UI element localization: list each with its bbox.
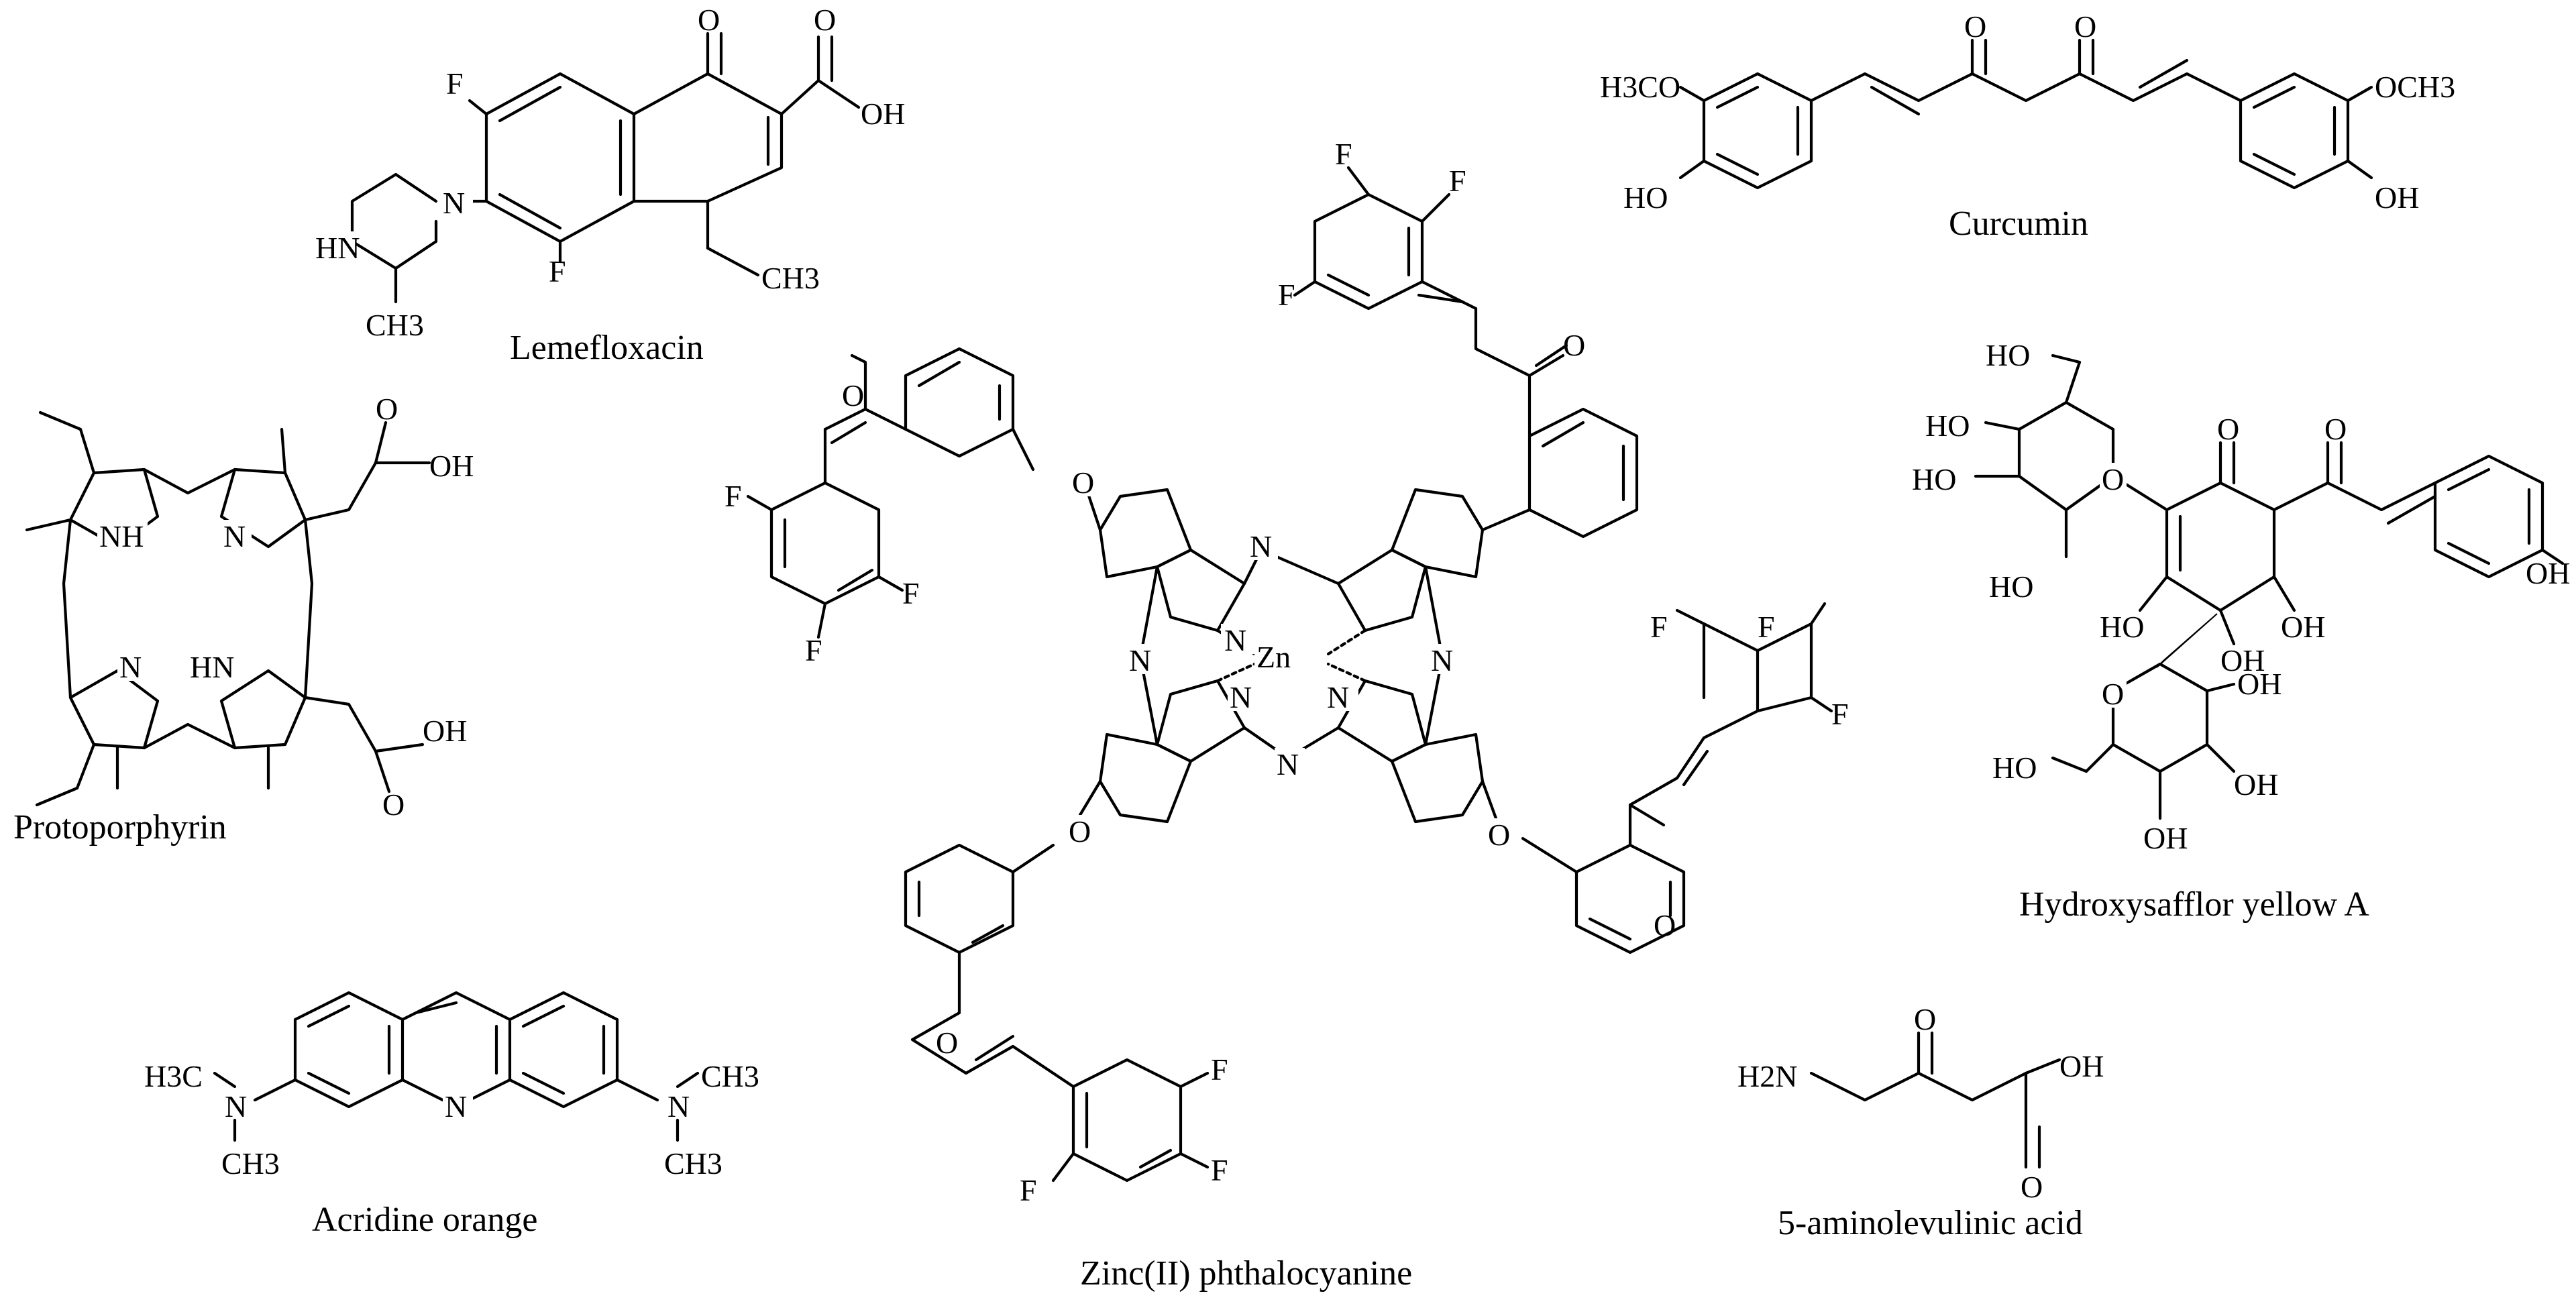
protoporphyrin-structure: NH N N HN O OH OH O Protoporphyrin <box>13 392 474 846</box>
atom-label: F <box>1335 137 1352 171</box>
caption-hsya: Hydroxysafflor yellow A <box>2019 885 2369 924</box>
atom-label: F <box>446 66 464 101</box>
atom-label: HN <box>190 650 234 684</box>
atom-label: O <box>2074 9 2096 44</box>
atom-label: N <box>1224 623 1246 657</box>
atom-label: O <box>2217 412 2239 446</box>
atom-label: O <box>1563 328 1585 362</box>
atom-label: N <box>225 1089 247 1123</box>
atom-label: O <box>814 3 836 37</box>
atom-label: N <box>1230 680 1252 714</box>
atom-label: O <box>1488 818 1510 852</box>
atom-label: O <box>1072 465 1094 500</box>
atom-label: F <box>549 254 566 288</box>
atom-label: Zn <box>1256 640 1291 674</box>
atom-label: F <box>724 479 742 513</box>
atom-label: CH3 <box>366 308 424 342</box>
atom-label: OH <box>2375 180 2419 215</box>
atom-label: O <box>936 1026 958 1060</box>
atom-label: HN <box>315 231 360 265</box>
atom-label: HO <box>1925 408 1970 443</box>
atom-label: N <box>1431 643 1453 677</box>
atom-label: HO <box>1623 180 1668 215</box>
atom-label: O <box>1069 814 1091 848</box>
atom-label: H3CO <box>1600 70 1680 104</box>
atom-label: H2N <box>1737 1059 1797 1093</box>
atom-label: CH3 <box>221 1146 280 1181</box>
atom-label: OH <box>2526 556 2570 590</box>
lemefloxacin-structure: N F F O O OH CH3 HN CH3 Lemefloxacin <box>315 3 905 367</box>
atom-label: HO <box>1989 569 2033 604</box>
atom-label: OH <box>861 97 905 131</box>
atom-label: O <box>2102 677 2124 711</box>
atom-label: HO <box>2100 610 2144 644</box>
atom-label: OH <box>2237 667 2282 701</box>
atom-label: F <box>1211 1153 1228 1187</box>
atom-label: CH3 <box>701 1059 759 1093</box>
caption-acridine: Acridine orange <box>312 1201 537 1239</box>
atom-label: OH <box>2059 1049 2104 1083</box>
atom-label: N <box>119 650 142 684</box>
atom-label: OCH3 <box>2375 70 2455 104</box>
atom-label: OH <box>2234 767 2278 802</box>
atom-label: O <box>698 3 720 37</box>
atom-label: F <box>1278 278 1295 312</box>
atom-label: N <box>1129 643 1151 677</box>
atom-label: F <box>1650 610 1668 644</box>
curcumin-structure: H3CO HO O O OCH3 OH Curcumin <box>1600 9 2455 243</box>
atom-label: O <box>382 787 405 822</box>
atom-label: O <box>376 392 398 426</box>
atom-label: F <box>1758 610 1775 644</box>
atom-label: HO <box>1912 462 1956 496</box>
ala-structure: H2N O OH O 5-aminolevulinic acid <box>1737 1002 2104 1242</box>
atom-label: H3C <box>144 1059 203 1093</box>
caption-lemefloxacin: Lemefloxacin <box>510 329 704 367</box>
atom-label: HO <box>1992 751 2037 785</box>
caption-znpc: Zinc(II) phthalocyanine <box>1080 1254 1412 1293</box>
atom-label: CH3 <box>664 1146 722 1181</box>
atom-label: O <box>2021 1170 2043 1204</box>
atom-label: F <box>1211 1052 1228 1087</box>
atom-label: OH <box>2281 610 2325 644</box>
atom-label: NH <box>99 519 144 553</box>
caption-protoporphyrin: Protoporphyrin <box>13 808 227 846</box>
atom-label: N <box>1277 747 1299 781</box>
atom-label: F <box>805 633 822 667</box>
hsya-structure: HO HO HO HO O O O HO OH OH OH O OH HO OH… <box>1912 338 2570 924</box>
atom-label: OH <box>429 449 474 483</box>
zn-phthalocyanine-structure: N Zn N N N N N N O O O O F F F O F F F O… <box>724 137 1849 1293</box>
atom-label: OH <box>423 714 467 748</box>
atom-label: F <box>1020 1173 1037 1207</box>
atom-label: N <box>223 519 246 553</box>
atom-label: CH3 <box>761 261 820 295</box>
atom-label: O <box>2324 412 2347 446</box>
atom-label: O <box>842 378 864 413</box>
atom-label: F <box>1831 697 1849 731</box>
atom-label: O <box>1654 908 1676 942</box>
caption-curcumin: Curcumin <box>1949 205 2088 243</box>
atom-label: N <box>667 1089 690 1123</box>
atom-label: N <box>443 186 465 220</box>
atom-label: O <box>1964 9 1986 44</box>
atom-label: OH <box>2220 643 2265 677</box>
atom-label: O <box>2102 462 2124 496</box>
caption-ala: 5-aminolevulinic acid <box>1778 1204 2083 1242</box>
atom-label: F <box>902 576 920 610</box>
atom-label: O <box>1914 1002 1936 1036</box>
atom-label: N <box>1327 680 1349 714</box>
acridine-orange-structure: N N N H3C CH3 CH3 CH3 Acridine orange <box>144 991 759 1239</box>
atom-label: HO <box>1986 338 2030 372</box>
atom-label: N <box>445 1089 467 1123</box>
atom-label: N <box>1250 529 1272 563</box>
atom-label: F <box>1449 164 1466 198</box>
atom-label: OH <box>2143 821 2188 855</box>
